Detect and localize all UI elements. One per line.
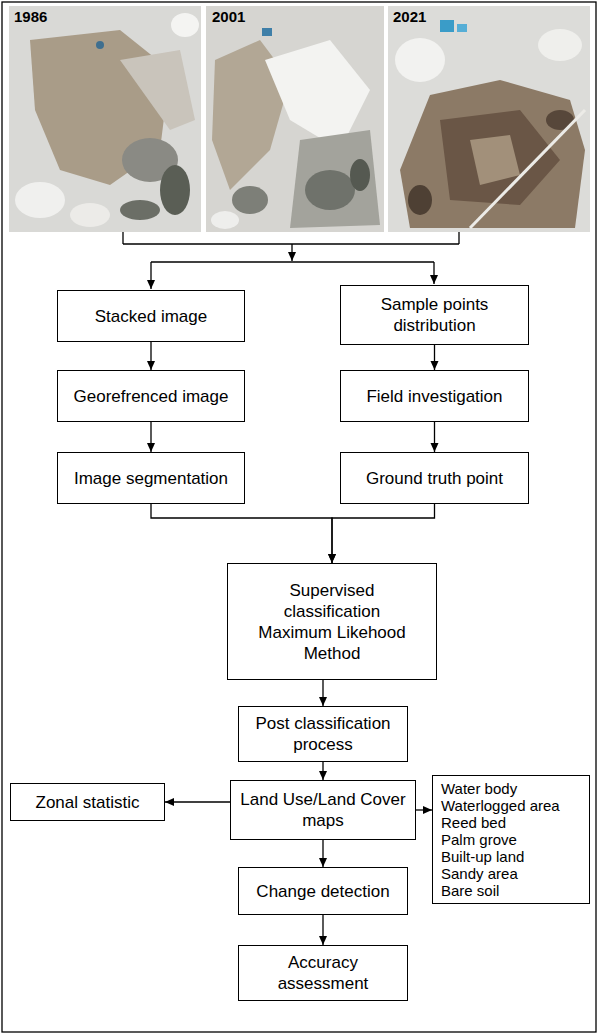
class-list-box: Water bodyWaterlogged areaReed bedPalm g… [432,775,590,904]
flow-arrow [332,504,435,563]
process-box: Stacked image [57,290,245,342]
box-label: Field investigation [366,386,502,407]
box-label: Zonal statistic [36,792,140,813]
box-label: Accuracy assessment [245,952,401,994]
box-label: Ground truth point [366,468,503,489]
class-name: Reed bed [441,814,506,831]
class-name: Water body [441,780,517,797]
box-label: Post classification process [245,713,401,755]
process-box: Supervised classification Maximum Likeho… [227,563,437,680]
box-label: Image segmentation [74,468,228,489]
box-label: Sample points distribution [347,294,522,336]
process-box: Field investigation [340,370,529,422]
flow-arrow [434,345,435,370]
box-label: Georefrenced image [74,386,229,407]
satellite-image [9,6,201,232]
flow-arrow [322,840,323,867]
flow-arrow [434,422,435,452]
flow-arrow [150,342,151,370]
class-name: Palm grove [441,831,517,848]
process-box: Post classification process [238,706,408,762]
process-box: Image segmentation [57,452,245,504]
year-label: 1986 [14,8,47,25]
flow-arrow [322,915,323,945]
process-box: Accuracy assessment [238,945,408,1001]
box-label: Change detection [256,881,389,902]
box-label: Supervised classification Maximum Likeho… [250,580,414,664]
process-box: Sample points distribution [340,285,529,345]
flow-arrow [322,762,323,780]
bracket-lines [123,232,459,289]
flow-arrow [150,422,151,452]
process-box: Zonal statistic [10,783,165,821]
process-box: Georefrenced image [57,370,245,422]
process-box: Ground truth point [340,452,529,504]
process-box: Change detection [238,867,408,915]
box-label: Land Use/Land Cover maps [237,789,409,831]
class-name: Sandy area [441,865,518,882]
year-label: 2021 [393,8,426,25]
class-name: Waterlogged area [441,797,560,814]
flow-arrow [416,809,432,810]
satellite-image [206,6,384,232]
satellite-image [388,6,590,232]
flow-arrow [165,801,230,802]
class-name: Built-up land [441,848,524,865]
year-label: 2001 [212,8,245,25]
box-label: Stacked image [95,306,207,327]
flow-arrow [151,504,332,563]
class-name: Bare soil [441,882,499,899]
process-box: Land Use/Land Cover maps [230,780,416,840]
flow-arrow [322,680,323,706]
